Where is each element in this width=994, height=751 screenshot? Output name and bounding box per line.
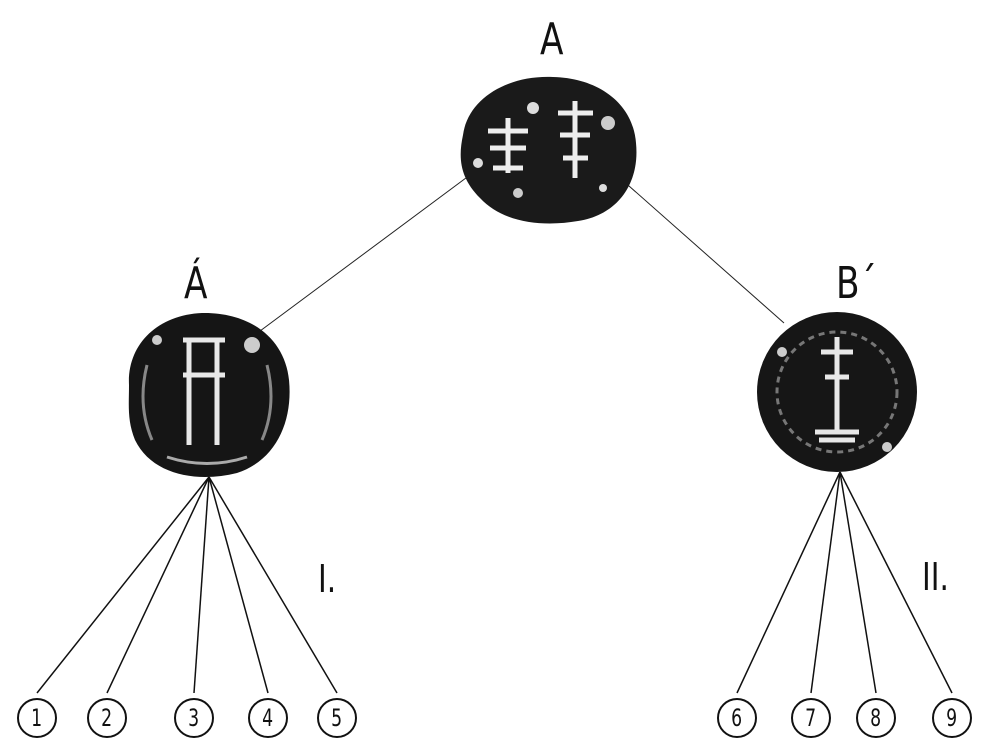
edge-left-3 <box>193 476 210 694</box>
coin-a-image <box>460 76 637 224</box>
group-label-i: I. <box>318 557 337 601</box>
leaf-node-9: 9 <box>932 698 972 738</box>
leaf-node-7: 7 <box>791 698 831 738</box>
edge-left-5 <box>208 476 338 694</box>
edge-left-2 <box>106 476 210 694</box>
edge-root-left <box>255 171 475 335</box>
coin-b-prime-image <box>757 312 917 472</box>
leaf-node-6: 6 <box>717 698 757 738</box>
edge-right-8 <box>839 471 877 694</box>
leaf-node-8: 8 <box>856 698 896 738</box>
node-label-b-prime: B´ <box>836 258 877 309</box>
node-label-a: A <box>540 14 564 65</box>
leaf-node-1: 1 <box>17 698 57 738</box>
edge-root-right <box>619 177 785 324</box>
edge-right-6 <box>736 471 841 694</box>
edge-left-1 <box>36 476 210 694</box>
group-label-ii: II. <box>922 555 949 599</box>
edge-right-9 <box>839 471 953 694</box>
leaf-node-2: 2 <box>87 698 127 738</box>
node-label-a-prime: Á <box>184 258 208 309</box>
leaf-node-4: 4 <box>248 698 288 738</box>
edge-right-7 <box>810 471 841 694</box>
coin-a-prime-image <box>128 312 290 477</box>
edge-left-4 <box>208 476 269 694</box>
leaf-node-3: 3 <box>174 698 214 738</box>
leaf-node-5: 5 <box>317 698 357 738</box>
